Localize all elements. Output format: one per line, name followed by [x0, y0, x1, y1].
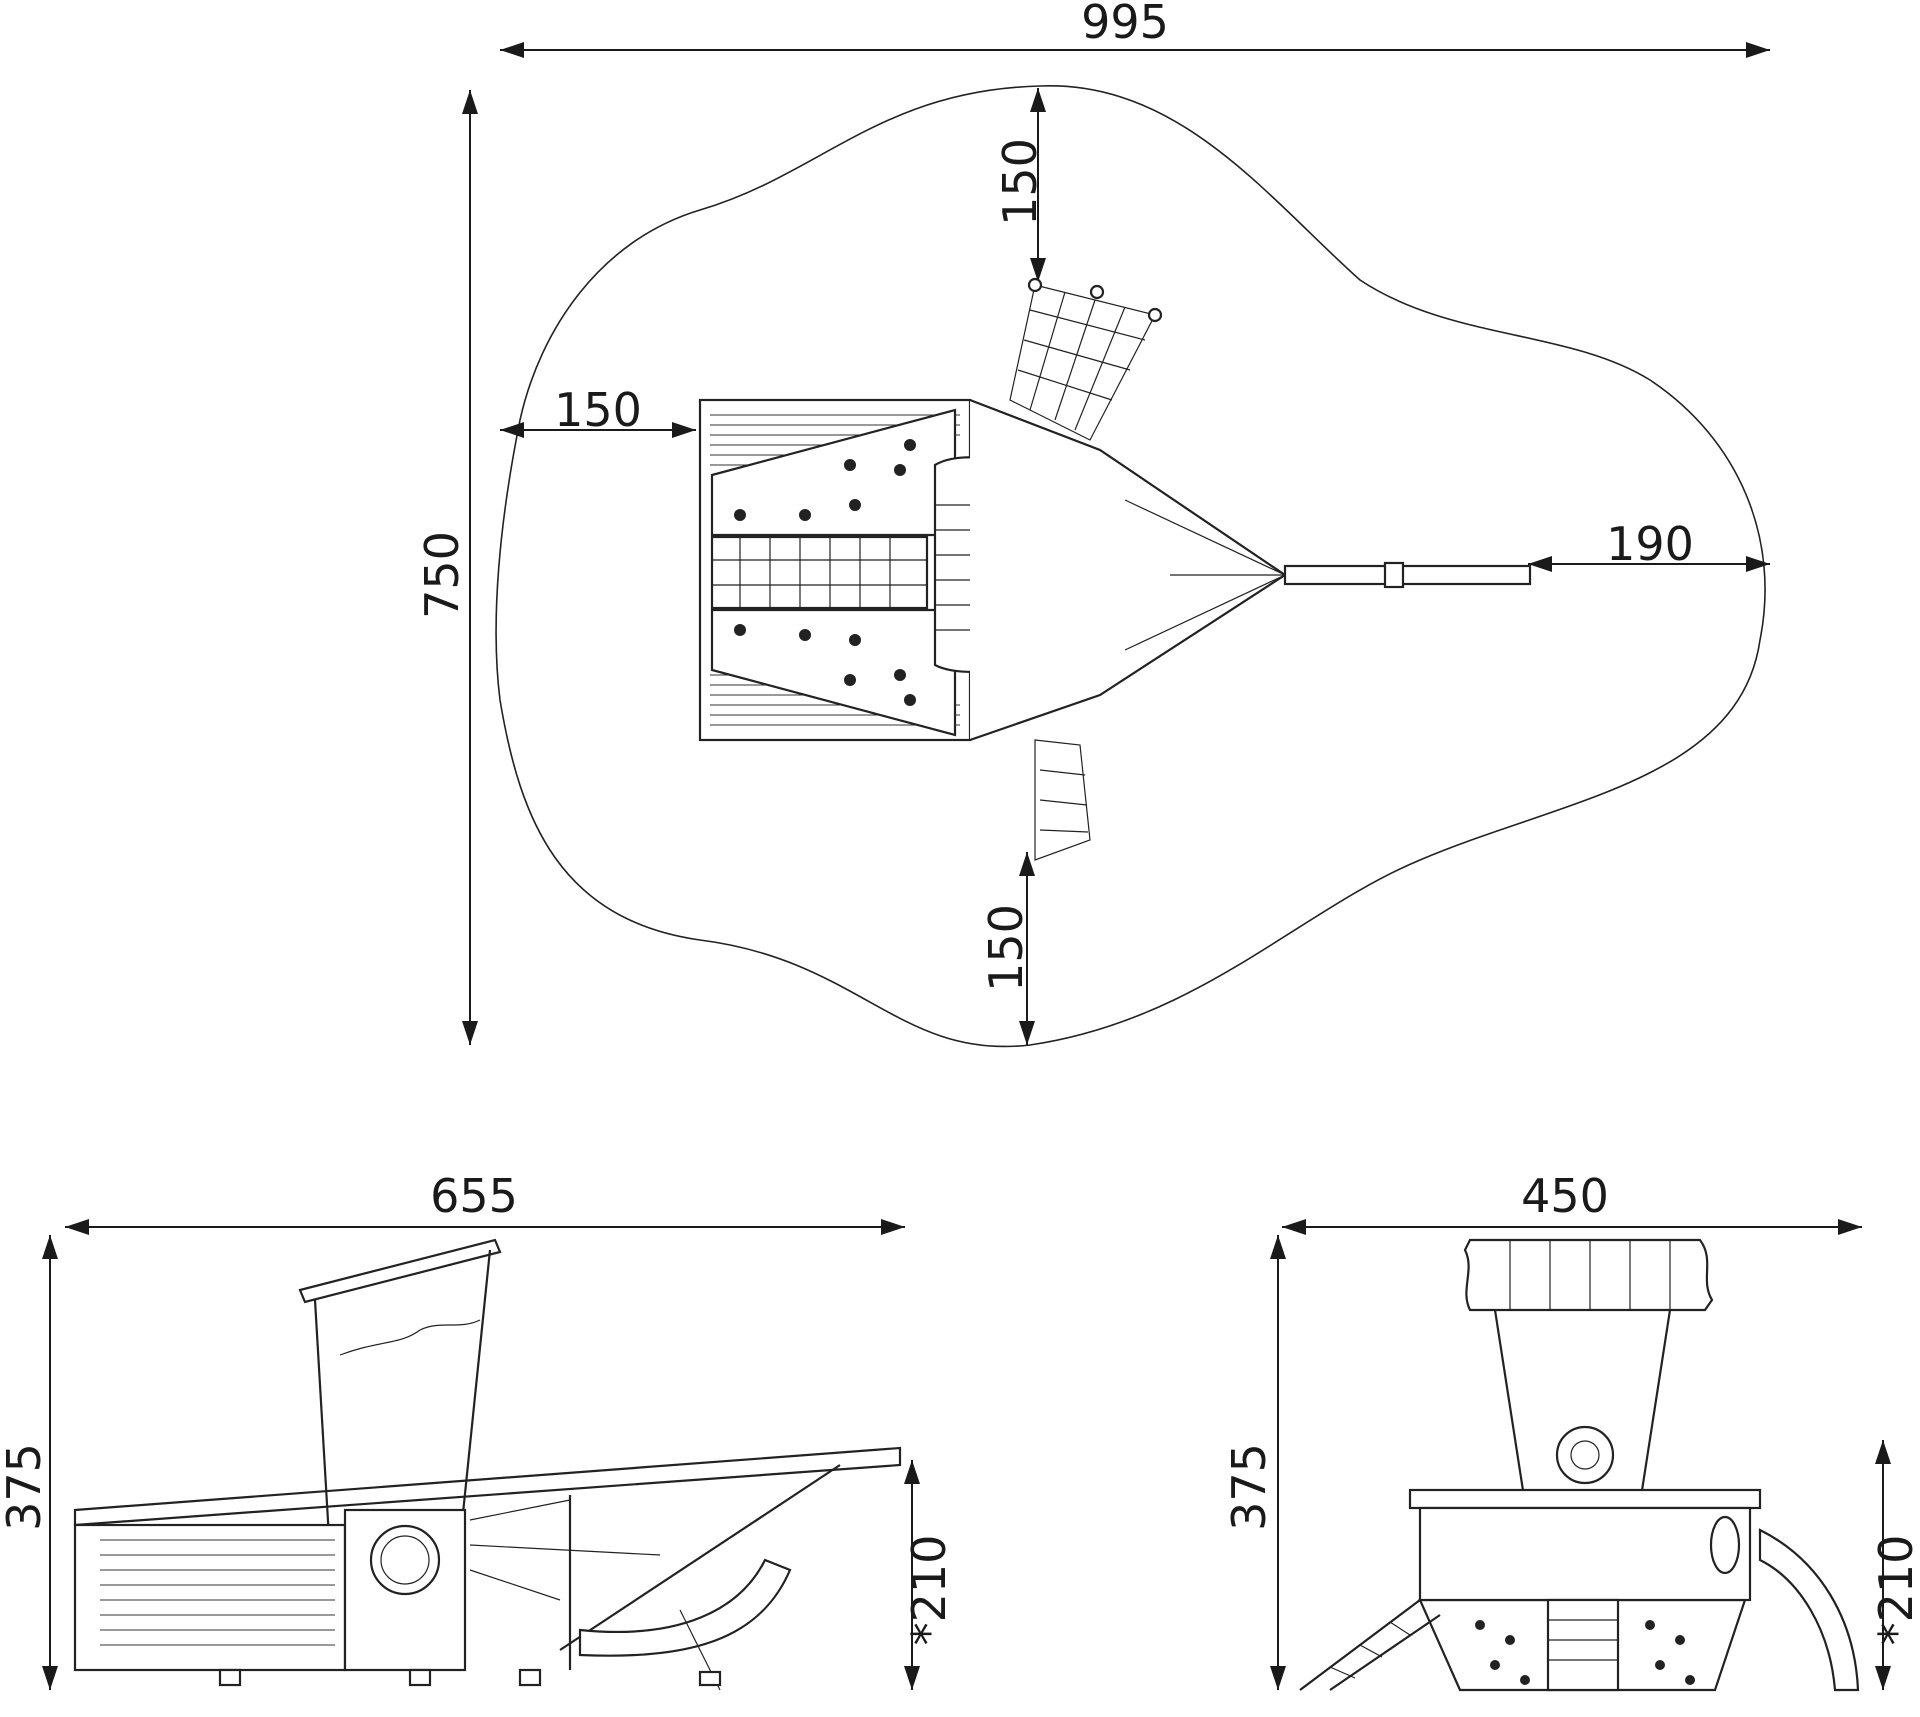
- climbing-holds: [734, 439, 916, 706]
- dim-label-clearance-right: 190: [1606, 517, 1694, 571]
- side-ladder: [1034, 739, 1091, 861]
- dim-label-clearance-top: 150: [993, 138, 1047, 226]
- bowsprit-beam: [1283, 564, 1532, 586]
- bow-frame: [969, 398, 1287, 742]
- dim-label-platform-side: *210: [902, 1535, 956, 1646]
- front-elevation-drawing: [1299, 1238, 1860, 1692]
- side-net: [469, 1495, 661, 1670]
- side-cabin: [73, 1523, 347, 1672]
- front-climbing-holds: [1475, 1620, 1695, 1685]
- dim-label-clearance-left: 150: [554, 383, 642, 437]
- dim-label-width: 995: [1081, 0, 1169, 49]
- dim-label-clearance-bottom: 150: [979, 904, 1033, 992]
- dim-label-width-front: 450: [1521, 1169, 1609, 1223]
- cargo-net: [1009, 277, 1163, 441]
- front-slide: [1758, 1528, 1860, 1692]
- dim-label-length: 655: [430, 1169, 518, 1223]
- side-cabin-boards: [100, 1539, 335, 1646]
- top-view: 995 750 150 150 190 150: [415, 0, 1770, 1048]
- dim-label-height-front: 375: [1222, 1443, 1276, 1531]
- ladder-rungs: [712, 537, 927, 608]
- ship-wheel: [1555, 1425, 1615, 1485]
- dim-label-depth: 750: [415, 531, 469, 619]
- front-roof: [1463, 1238, 1714, 1312]
- dim-label-platform-front: *210: [1869, 1535, 1920, 1646]
- side-slide: [578, 1558, 792, 1657]
- equipment-plan: [698, 277, 1532, 861]
- dim-label-height-side: 375: [0, 1443, 51, 1531]
- front-view: 450 375 *210: [1222, 1169, 1920, 1692]
- safety-zone-outline: [495, 85, 1766, 1048]
- side-view: 655 375 *210: [0, 1169, 956, 1691]
- climbing-panel-bottom: [710, 608, 957, 737]
- side-elevation-drawing: [73, 1238, 902, 1691]
- center-ladder: [710, 535, 929, 610]
- side-roof: [298, 1238, 502, 1304]
